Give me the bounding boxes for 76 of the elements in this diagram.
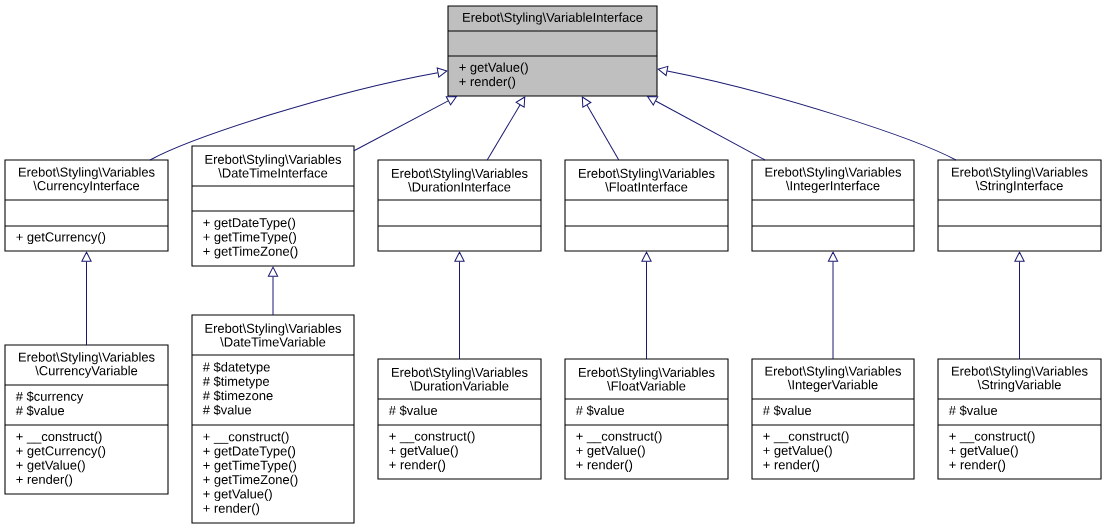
class-name: Erebot\Styling\Variables \DateTimeVariable bbox=[205, 323, 342, 347]
attribute-text: # $value bbox=[575, 405, 625, 416]
attribute-text: # $value bbox=[202, 404, 252, 416]
method-text: + render() bbox=[949, 459, 1006, 472]
class-name: Erebot\Styling\Variables \DateTimeInterface bbox=[205, 154, 342, 178]
class-box bbox=[191, 145, 355, 267]
class-name: Erebot\Styling\Variables \CurrencyInterface bbox=[19, 167, 155, 193]
attribute-text: # $value bbox=[762, 405, 812, 416]
class-name: Erebot\Styling\Variables \DurationInterface bbox=[392, 168, 528, 192]
method-text: + __construct() bbox=[389, 431, 475, 444]
attribute-text: # $currency bbox=[15, 391, 84, 404]
class-name: Erebot\Styling\Variables \DurationVariable bbox=[392, 367, 528, 391]
attribute-text: # $value bbox=[388, 405, 438, 416]
class-box bbox=[564, 358, 729, 480]
method-text: + getValue() bbox=[203, 489, 272, 502]
class-box bbox=[377, 159, 542, 252]
class-name: Erebot\Styling\Variables \IntegerInterface bbox=[765, 167, 902, 193]
class-box bbox=[4, 159, 169, 252]
method-text: + getValue() bbox=[763, 445, 832, 458]
method-text: + getCurrency() bbox=[16, 232, 106, 245]
attribute-text: # $datetype bbox=[202, 361, 270, 375]
method-text: + getValue() bbox=[459, 62, 528, 75]
attribute-text: # $timezone bbox=[202, 390, 273, 401]
inheritance-arrow bbox=[81, 251, 92, 346]
method-text: + getValue() bbox=[576, 445, 645, 458]
attribute-text: # $value bbox=[15, 405, 65, 416]
inheritance-arrow bbox=[641, 251, 652, 360]
method-text: + getDateType() bbox=[203, 446, 296, 459]
inheritance-arrow bbox=[486, 96, 526, 161]
inheritance-arrow bbox=[827, 251, 839, 360]
method-text: + render() bbox=[16, 474, 73, 487]
method-text: + __construct() bbox=[949, 431, 1035, 444]
class-name: Erebot\Styling\Variables \FloatVariable bbox=[579, 367, 715, 391]
method-text: + render() bbox=[459, 76, 516, 89]
inheritance-arrow bbox=[657, 65, 957, 161]
class-name: Erebot\Styling\VariableInterface bbox=[463, 12, 643, 25]
class-box bbox=[937, 159, 1102, 252]
inheritance-arrow bbox=[267, 266, 279, 316]
attribute-text: # $timetype bbox=[202, 376, 270, 389]
class-box bbox=[564, 159, 729, 252]
method-text: + render() bbox=[203, 503, 260, 516]
method-text: + getTimeType() bbox=[203, 232, 296, 245]
class-name: Erebot\Styling\Variables \StringInterface bbox=[952, 167, 1088, 193]
class-box bbox=[447, 5, 658, 97]
class-box bbox=[377, 358, 542, 480]
method-text: + getCurrency() bbox=[16, 445, 106, 458]
class-name: Erebot\Styling\Variables \FloatInterface bbox=[579, 168, 715, 192]
method-text: + getValue() bbox=[949, 445, 1018, 458]
class-name: Erebot\Styling\Variables \CurrencyVariable bbox=[19, 352, 155, 378]
method-text: + getValue() bbox=[389, 445, 458, 458]
class-box bbox=[751, 159, 915, 252]
inheritance-arrow bbox=[353, 96, 457, 152]
inheritance-arrow bbox=[581, 96, 620, 161]
method-text: + getValue() bbox=[16, 460, 85, 473]
method-text: + render() bbox=[763, 459, 820, 472]
method-text: + getDateType() bbox=[203, 217, 296, 230]
method-text: + getTimeZone() bbox=[203, 474, 298, 487]
class-box bbox=[751, 358, 915, 480]
class-name: Erebot\Styling\Variables \IntegerVariable bbox=[765, 366, 902, 392]
method-text: + getTimeZone() bbox=[203, 246, 298, 259]
inheritance-arrow bbox=[1014, 251, 1025, 360]
class-box bbox=[191, 314, 355, 524]
class-name: Erebot\Styling\Variables \StringVariable bbox=[952, 366, 1088, 392]
method-text: + __construct() bbox=[16, 431, 102, 444]
method-text: + __construct() bbox=[763, 431, 849, 444]
method-text: + __construct() bbox=[576, 431, 662, 444]
method-text: + getTimeType() bbox=[203, 460, 296, 473]
method-text: + render() bbox=[576, 459, 633, 472]
method-text: + render() bbox=[389, 459, 446, 472]
inheritance-arrow bbox=[647, 96, 766, 161]
class-box bbox=[937, 358, 1102, 480]
inheritance-arrow bbox=[149, 67, 448, 161]
inheritance-arrow bbox=[454, 251, 465, 360]
class-box bbox=[4, 344, 169, 495]
method-text: + __construct() bbox=[203, 431, 289, 444]
attribute-text: # $value bbox=[948, 405, 998, 416]
